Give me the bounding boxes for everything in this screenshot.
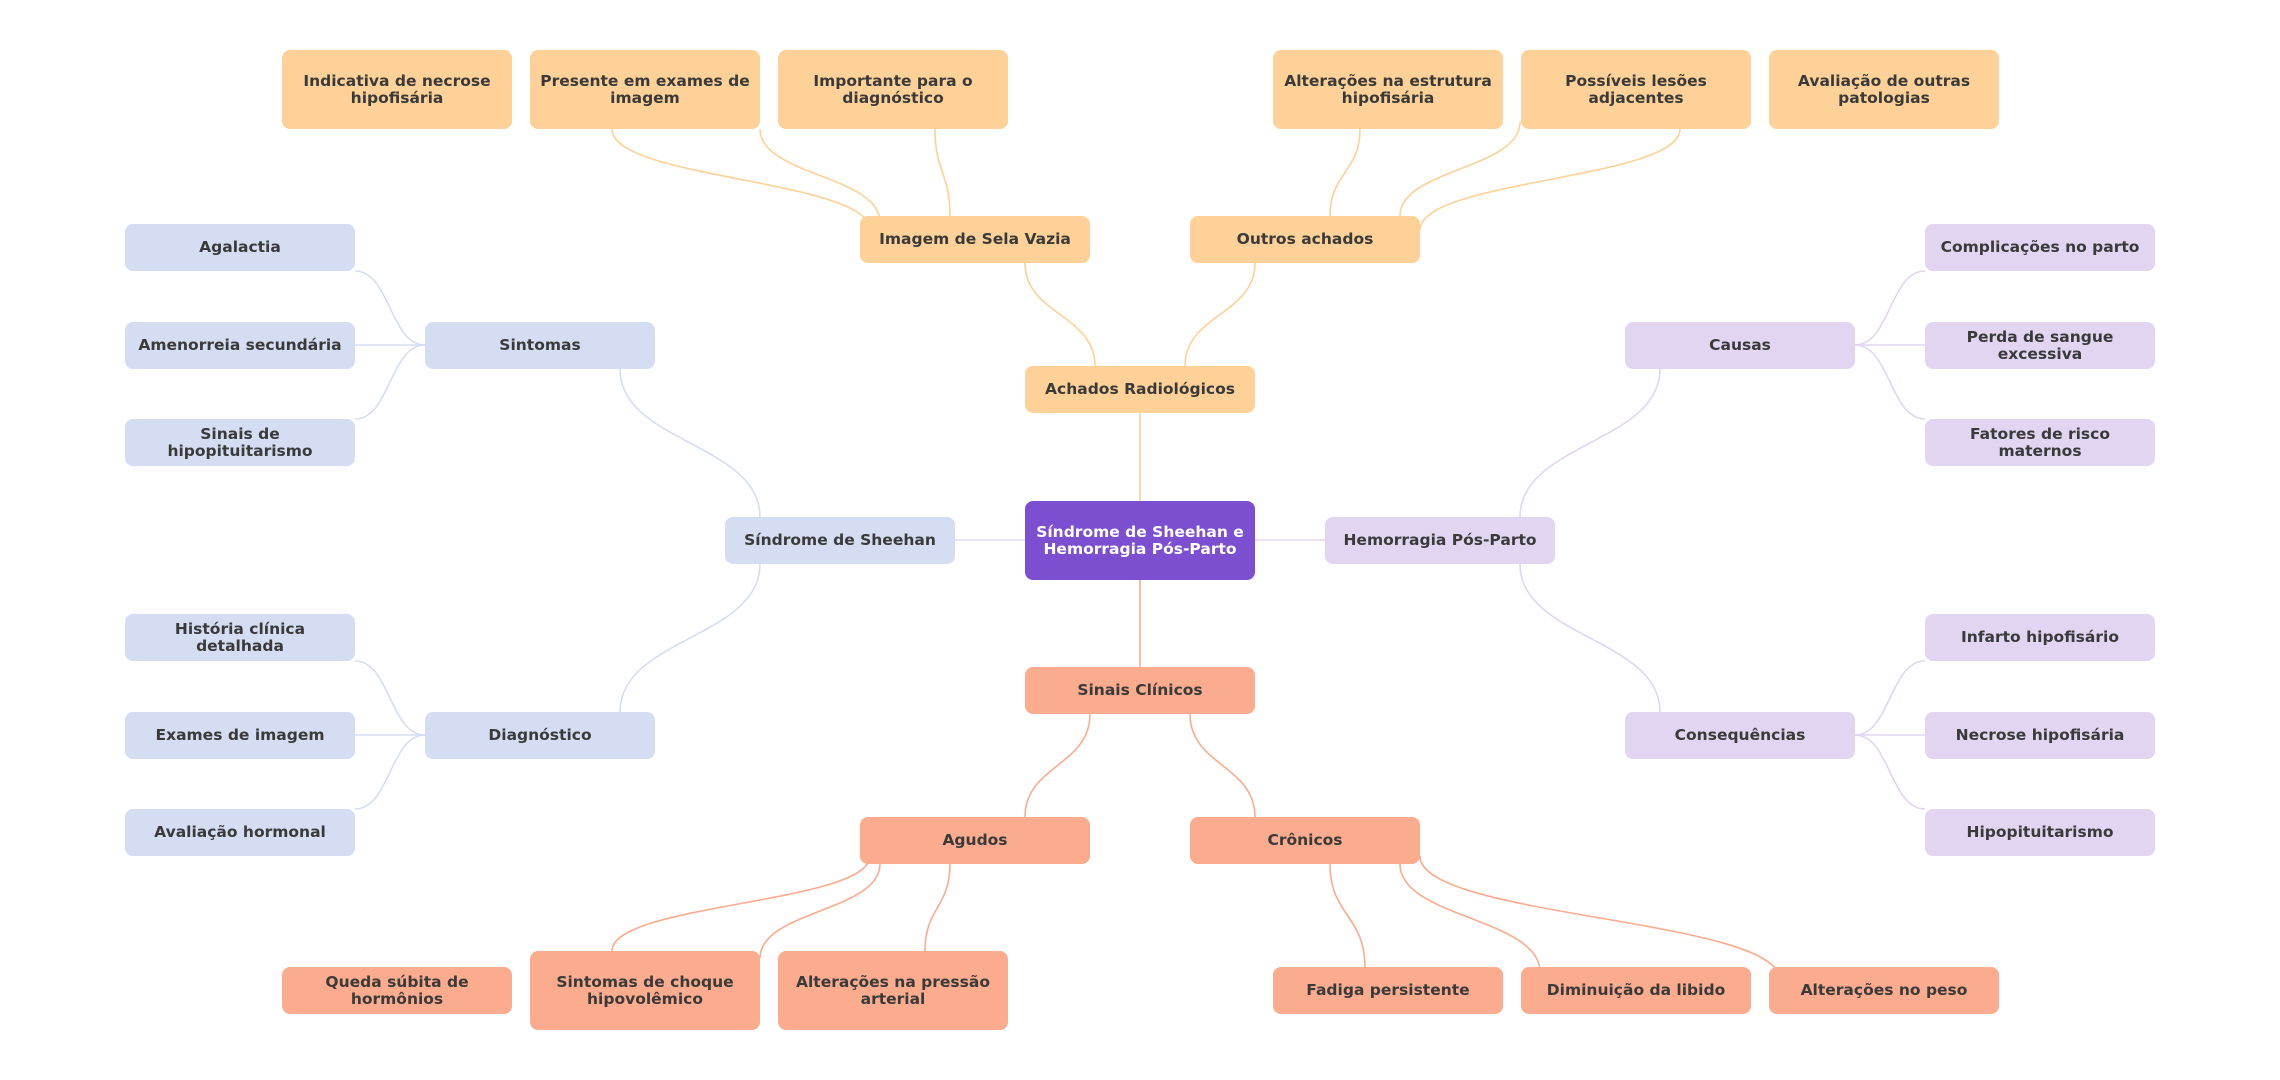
leaf-necrose-hipofisaria[interactable]: Necrose hipofisária [1925, 712, 2155, 759]
connector-line [354, 270, 426, 346]
connector-line [1854, 270, 1926, 346]
connector-line [924, 863, 951, 952]
leaf-presente-exames-imagem[interactable]: Presente em exames de imagem [530, 50, 760, 129]
leaf-alteracoes-pressao[interactable]: Alterações na pressão arterial [778, 951, 1008, 1030]
node-outros-achados[interactable]: Outros achados [1190, 216, 1420, 263]
connector-line [759, 863, 881, 959]
leaf-avaliacao-hormonal[interactable]: Avaliação hormonal [125, 809, 355, 856]
connector-line [1854, 660, 1926, 736]
node-sindrome-sheehan[interactable]: Síndrome de Sheehan [725, 517, 955, 564]
connector-line [1189, 713, 1256, 818]
connector-line [1329, 128, 1361, 217]
leaf-importante-diagnostico[interactable]: Importante para o diagnóstico [778, 50, 1008, 129]
connector-line [1854, 344, 1926, 420]
node-sintomas[interactable]: Sintomas [425, 322, 655, 369]
leaf-perda-sangue[interactable]: Perda de sangue excessiva [1925, 322, 2155, 369]
connector-line [1519, 563, 1661, 713]
connector-line [1024, 262, 1096, 367]
connector-line [759, 128, 881, 223]
leaf-sintomas-choque[interactable]: Sintomas de choque hipovolêmico [530, 951, 760, 1030]
connector-line [1419, 128, 1681, 231]
leaf-queda-hormonios[interactable]: Queda súbita de hormônios [282, 967, 512, 1014]
node-diagnostico[interactable]: Diagnóstico [425, 712, 655, 759]
node-achados-radiologicos[interactable]: Achados Radiológicos [1025, 366, 1255, 413]
connector-line [354, 660, 426, 736]
leaf-avaliacao-patologias[interactable]: Avaliação de outras patologias [1769, 50, 1999, 129]
leaf-historia-clinica[interactable]: História clínica detalhada [125, 614, 355, 661]
leaf-exames-imagem[interactable]: Exames de imagem [125, 712, 355, 759]
node-causas[interactable]: Causas [1625, 322, 1855, 369]
connector-line [1329, 863, 1366, 968]
connector-line [934, 128, 951, 217]
node-hemorragia-pos-parto[interactable]: Hemorragia Pós-Parto [1325, 517, 1555, 564]
root-node[interactable]: Síndrome de Sheehan e Hemorragia Pós-Par… [1025, 501, 1255, 580]
node-sinais-clinicos[interactable]: Sinais Clínicos [1025, 667, 1255, 714]
leaf-hipopituitarismo[interactable]: Hipopituitarismo [1925, 809, 2155, 856]
connector-line [611, 128, 871, 231]
connector-line [354, 734, 426, 810]
leaf-hipopituitarismo-sinais[interactable]: Sinais de hipopituitarismo [125, 419, 355, 466]
connector-line [1399, 121, 1521, 217]
node-consequencias[interactable]: Consequências [1625, 712, 1855, 759]
leaf-alteracoes-peso[interactable]: Alterações no peso [1769, 967, 1999, 1014]
leaf-alteracoes-estrutura[interactable]: Alterações na estrutura hipofisária [1273, 50, 1503, 129]
connector-line [619, 563, 761, 713]
connector-line [1519, 368, 1661, 518]
node-imagem-sela-vazia[interactable]: Imagem de Sela Vazia [860, 216, 1090, 263]
leaf-fatores-risco[interactable]: Fatores de risco maternos [1925, 419, 2155, 466]
leaf-amenorreia[interactable]: Amenorreia secundária [125, 322, 355, 369]
leaf-diminuicao-libido[interactable]: Diminuição da libido [1521, 967, 1751, 1014]
connector-line [1399, 863, 1541, 973]
connector-line [1419, 855, 1781, 981]
connector-line [1854, 734, 1926, 810]
connector-line [1184, 262, 1256, 367]
connector-line [611, 855, 871, 952]
leaf-complicacoes-parto[interactable]: Complicações no parto [1925, 224, 2155, 271]
connector-line [1024, 713, 1091, 818]
leaf-infarto-hipofisario[interactable]: Infarto hipofisário [1925, 614, 2155, 661]
leaf-agalactia[interactable]: Agalactia [125, 224, 355, 271]
node-cronicos[interactable]: Crônicos [1190, 817, 1420, 864]
connector-line [354, 344, 426, 420]
node-agudos[interactable]: Agudos [860, 817, 1090, 864]
leaf-indicativa-necrose[interactable]: Indicativa de necrose hipofisária [282, 50, 512, 129]
leaf-possiveis-lesoes[interactable]: Possíveis lesões adjacentes [1521, 50, 1751, 129]
leaf-fadiga-persistente[interactable]: Fadiga persistente [1273, 967, 1503, 1014]
connector-line [619, 368, 761, 518]
